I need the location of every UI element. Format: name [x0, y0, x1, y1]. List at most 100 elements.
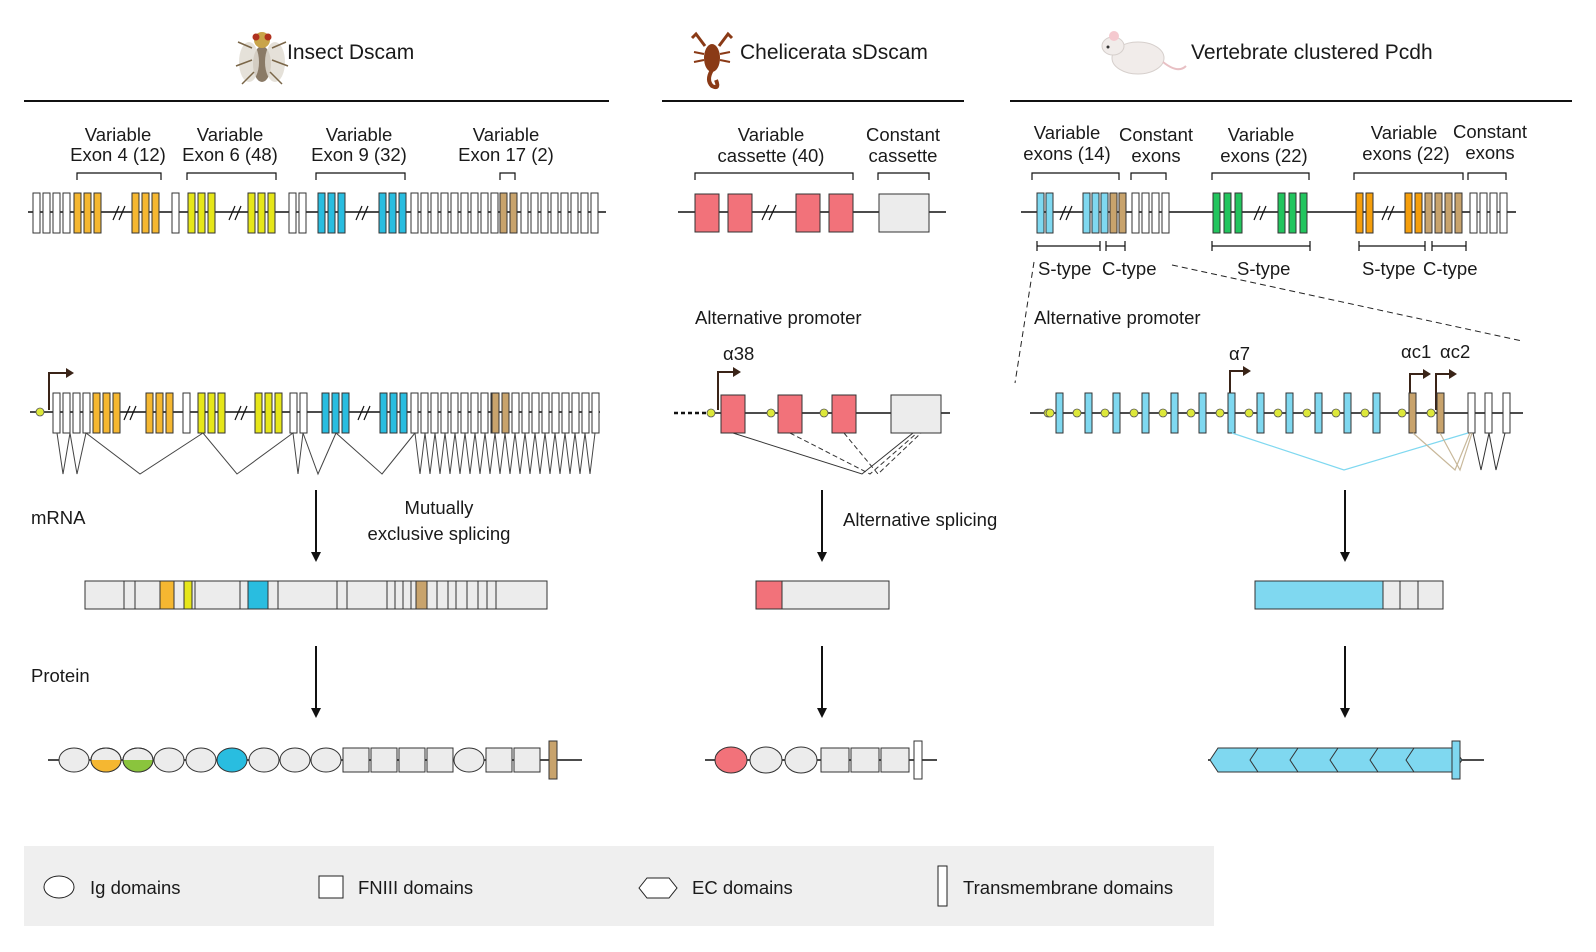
constant-exon	[551, 392, 560, 434]
insect-brackets	[76, 172, 516, 180]
constant-exon	[298, 192, 307, 234]
exon17-variable	[501, 392, 510, 434]
exon9-variable	[398, 192, 407, 234]
pcdh-variable-exon	[1414, 192, 1423, 234]
mrna-constant-segment	[781, 580, 890, 610]
gap-marker	[123, 405, 131, 421]
exon6-variable	[207, 392, 216, 434]
ig-domain	[153, 747, 185, 773]
sdscam-variable-line1: Variable	[738, 124, 805, 145]
pcdh-ctype-exon	[1424, 192, 1433, 234]
pcdh-variable-exon	[1277, 192, 1286, 234]
mrna-constant-segment	[1382, 580, 1401, 610]
exon6-variable	[197, 192, 206, 234]
constant-exon	[460, 192, 469, 234]
pcdh-variable-exon	[1091, 192, 1100, 234]
gap-marker	[112, 205, 120, 221]
constant-exon	[410, 192, 419, 234]
fniii-domain	[342, 747, 370, 773]
constant-exon	[590, 192, 599, 234]
promoter-dot	[1397, 408, 1407, 418]
legend-tm-icon	[937, 865, 948, 907]
exon6-variable	[207, 192, 216, 234]
exon17-variable	[509, 192, 518, 234]
fniii-domain	[485, 747, 513, 773]
promoter-dot	[1215, 408, 1225, 418]
ec-domain	[1405, 747, 1463, 773]
exon4-variable	[92, 392, 101, 434]
pcdh-g1-stype: S-type	[1038, 258, 1091, 279]
pcdh-ctype-exon	[1118, 192, 1127, 234]
exon9-variable	[321, 392, 330, 434]
exon9-variable	[399, 392, 408, 434]
chelicerata-title: Chelicerata sDscam	[740, 41, 928, 64]
promoter-dot	[1158, 408, 1168, 418]
constant-exon	[450, 192, 459, 234]
promoter-dot	[1360, 408, 1370, 418]
gap-marker	[240, 405, 248, 421]
mrna-constant-segment	[1417, 580, 1444, 610]
ig-domain	[58, 747, 90, 773]
pcdh-g1-variable-line1: Variable	[1034, 122, 1101, 143]
pcdh-g3-stype: S-type	[1362, 258, 1415, 279]
exon17-variable	[499, 192, 508, 234]
exon9-variable	[331, 392, 340, 434]
sdscam-constant-cassette	[878, 193, 930, 233]
exon4-variable	[145, 392, 154, 434]
pcdh-variable-exon	[1355, 192, 1364, 234]
transmembrane-domain	[913, 740, 923, 780]
gap-marker	[1387, 205, 1395, 221]
mrna-exon6-segment	[183, 580, 193, 610]
exon4-variable	[102, 392, 111, 434]
pcdh-constant-exon	[1479, 192, 1488, 234]
fniii-domain	[370, 747, 398, 773]
constant-exon	[570, 192, 579, 234]
pcdh-g1-constant-line2: exons	[1131, 145, 1180, 166]
fniii-domain	[426, 747, 454, 773]
constant-exon	[410, 392, 419, 434]
gap-marker	[363, 405, 371, 421]
pcdh-variable-exon	[1198, 392, 1207, 434]
exon6-variable	[254, 392, 263, 434]
constant-exon	[540, 192, 549, 234]
legend-ec-icon	[638, 877, 678, 899]
pcdh-variable-exon	[1365, 192, 1374, 234]
constant-exon	[82, 392, 91, 434]
exon4-label-line2: Exon 4 (12)	[70, 144, 166, 165]
sdscam-constant-line1: Constant	[866, 124, 940, 145]
pcdh-gene-exons	[1036, 192, 1508, 234]
insect-exon-labels: Variable Exon 4 (12) Variable Exon 6 (48…	[70, 124, 554, 165]
constant-exon	[580, 192, 589, 234]
gap-marker	[1259, 205, 1267, 221]
gap-marker	[761, 204, 770, 221]
pcdh-g2-variable-line2: exons (22)	[1220, 145, 1307, 166]
pcdh-constant-exon	[1141, 192, 1150, 234]
sdscam-cassette	[727, 193, 753, 233]
promoter-dot	[706, 408, 716, 418]
ig-domain-outline	[122, 747, 154, 773]
exon6-variable	[197, 392, 206, 434]
promoter-dot	[1302, 408, 1312, 418]
ig-domain	[185, 747, 217, 773]
constant-exon	[420, 192, 429, 234]
pcdh-g2-variable-line1: Variable	[1228, 124, 1295, 145]
pcdh-mrna	[1254, 580, 1444, 610]
legend-box	[24, 846, 1214, 926]
gap-marker	[1381, 205, 1389, 221]
exon4-variable	[151, 192, 160, 234]
insect-protein-domains	[58, 740, 558, 780]
sdscam-variable-line2: cassette (40)	[718, 145, 825, 166]
sdscam-protein-domains	[714, 740, 923, 780]
ig-domain	[714, 746, 748, 774]
pcdh-promoter-alphac1: αc1	[1401, 341, 1431, 362]
gap-marker	[361, 205, 369, 221]
mrna-variable-segment	[1254, 580, 1384, 610]
sdscam-cassette	[828, 193, 854, 233]
pcdh-variable-exon	[1256, 392, 1265, 434]
constant-exon	[440, 192, 449, 234]
insect-splice-lines	[56, 432, 596, 476]
constant-exon	[440, 392, 449, 434]
ig-domain-variable-half	[91, 760, 121, 772]
exon9-variable	[317, 192, 326, 234]
pcdh-variable-exon	[1223, 192, 1232, 234]
